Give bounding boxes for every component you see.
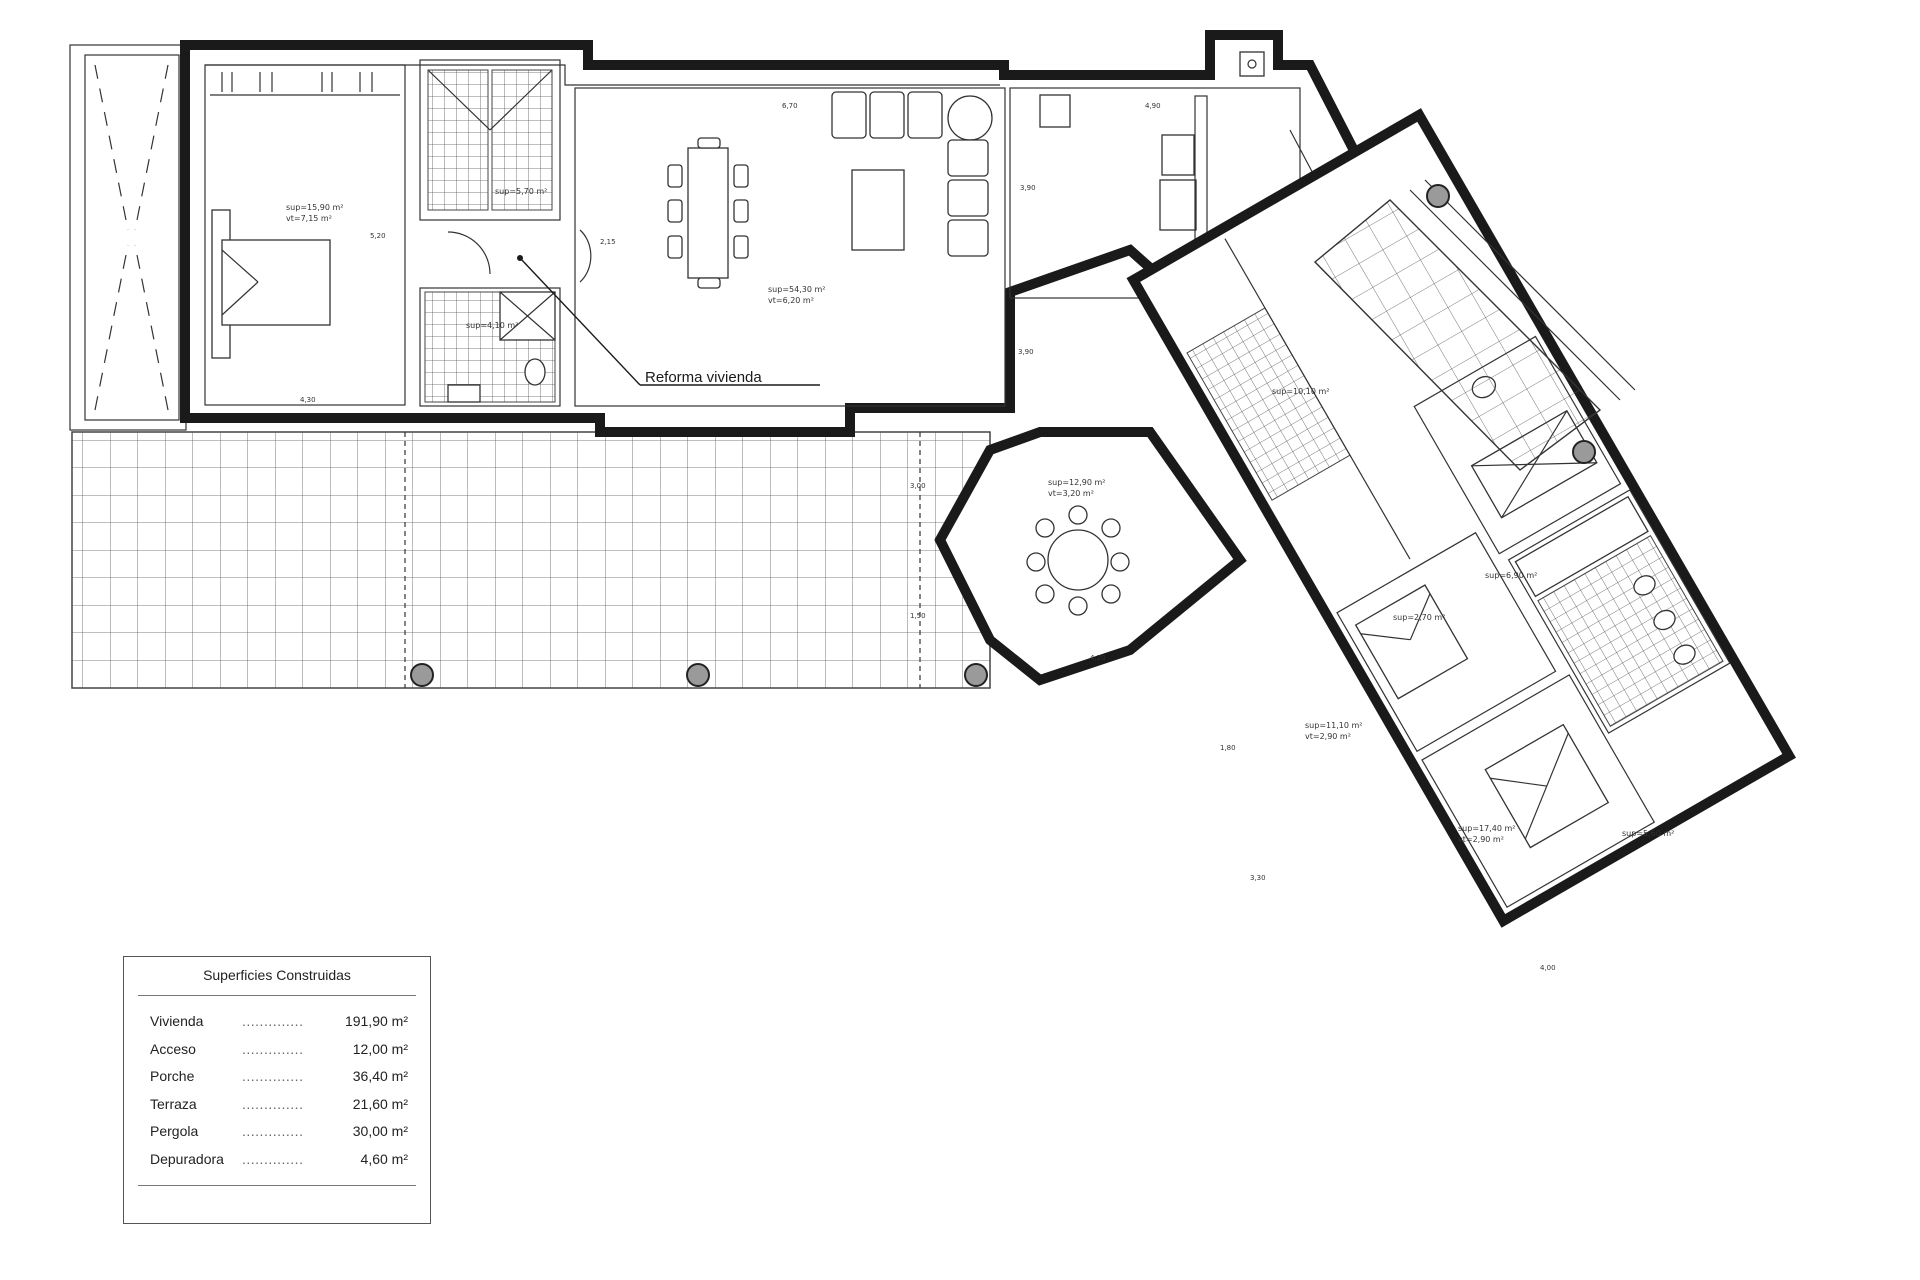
bed-1 [221,239,331,326]
column-3 [964,663,988,687]
svg-text:sup=17,40 m²: sup=17,40 m² [1458,824,1515,833]
svg-text:sup=15,90 m²: sup=15,90 m² [286,203,343,212]
svg-text:4,20: 4,20 [1090,654,1106,662]
svg-text:sup=6,90 m²: sup=6,90 m² [1485,571,1537,580]
annotation-label: Reforma vivienda [645,369,762,386]
svg-text:sup=2,70 m²: sup=2,70 m² [1393,613,1445,622]
legend-leader: .............. [242,1068,304,1084]
legend-label: Vivienda [150,1013,204,1029]
legend-label: Depuradora [150,1150,224,1167]
legend-leader: .............. [242,1150,304,1167]
legend-row: Vivienda .............. 191,90 m² [150,1009,408,1037]
svg-text:6,70: 6,70 [782,102,798,110]
legend-leader: .............. [242,1013,304,1029]
svg-text:3,90: 3,90 [1018,348,1034,356]
legend-leader: .............. [242,1095,304,1112]
access-ramp [1313,179,1636,471]
legend-value: 36,40 m² [352,1068,408,1084]
svg-text:2,15: 2,15 [600,238,616,246]
legend-row: Depuradora .............. 4,60 m² [150,1147,408,1175]
svg-text:sup=10,10 m²: sup=10,10 m² [1272,387,1329,396]
legend-label: Porche [150,1068,195,1084]
bedroom-1 [204,64,406,406]
legend-row: Pergola .............. 30,00 m² [150,1119,408,1147]
column-4 [1426,184,1450,208]
svg-text:3,90: 3,90 [1020,184,1036,192]
legend-title: Superficies Construidas [203,967,351,983]
svg-text:sup=11,10 m²: sup=11,10 m² [1305,721,1362,730]
svg-text:3,30: 3,30 [1250,874,1266,882]
svg-text:5,20: 5,20 [370,232,386,240]
round-table [1047,529,1109,591]
legend-row: Acceso .............. 12,00 m² [150,1037,408,1065]
bath-1 [419,229,592,407]
legend-value: 12,00 m² [352,1040,408,1057]
svg-text:vt=2,90 m²: vt=2,90 m² [1305,732,1351,741]
svg-text:4,30: 4,30 [300,396,316,404]
svg-text:4,00: 4,00 [1540,964,1556,972]
svg-text:1,50: 1,50 [910,612,926,620]
legend-bottom-rule [138,1185,416,1186]
svg-text:sup=4,10 m²: sup=4,10 m² [466,321,518,330]
stair-1 [419,59,561,221]
legend-row: Porche .............. 36,40 m² [150,1064,408,1092]
pergola [69,44,187,431]
svg-text:sup=12,90 m²: sup=12,90 m² [1048,478,1105,487]
legend-label: Terraza [150,1095,197,1112]
legend-rows: Vivienda .............. 191,90 m² Acceso… [150,1009,408,1174]
svg-text:sup=5,70 m²: sup=5,70 m² [495,187,547,196]
column-2 [686,663,710,687]
legend-value: 191,90 m² [344,1013,408,1029]
living-room [574,87,1006,407]
legend-leader: .............. [242,1123,304,1139]
dimension-marks: 6,70 4,90 4,30 5,20 3,90 2,15 3,90 3,00 … [300,102,1556,972]
legend-label: Pergola [150,1123,199,1139]
areas-legend: Superficies Construidas Vivienda .......… [123,956,431,1224]
svg-text:3,00: 3,00 [910,482,926,490]
svg-text:1,80: 1,80 [1220,744,1236,752]
coffee-table [851,169,905,251]
svg-text:vt=7,15 m²: vt=7,15 m² [286,214,332,223]
bed-2 [1354,584,1469,700]
legend-value: 30,00 m² [352,1123,408,1139]
dining-table [687,147,729,279]
legend-value: 21,60 m² [352,1095,408,1112]
svg-text:vt=2,90 m²: vt=2,90 m² [1458,835,1504,844]
legend-value: 4,60 m² [360,1150,408,1167]
legend-row: Terraza .............. 21,60 m² [150,1092,408,1120]
column-5 [1572,440,1596,464]
annotation-leader: Reforma vivienda [517,255,820,386]
legend-leader: .............. [242,1040,304,1057]
svg-text:4,90: 4,90 [1145,102,1161,110]
terrace [71,431,991,689]
svg-text:vt=6,20 m²: vt=6,20 m² [768,296,814,305]
svg-text:sup=5,60 m²: sup=5,60 m² [1622,829,1674,838]
svg-text:vt=3,20 m²: vt=3,20 m² [1048,489,1094,498]
bedroom-wing [1126,108,1796,928]
column-1 [410,663,434,687]
room-labels: sup=15,90 m² vt=7,15 m² sup=5,70 m² sup=… [286,187,1674,844]
legend-top-rule [138,995,416,996]
svg-text:sup=54,30 m²: sup=54,30 m² [768,285,825,294]
legend-label: Acceso [150,1040,196,1057]
octagon-room [934,427,1247,686]
